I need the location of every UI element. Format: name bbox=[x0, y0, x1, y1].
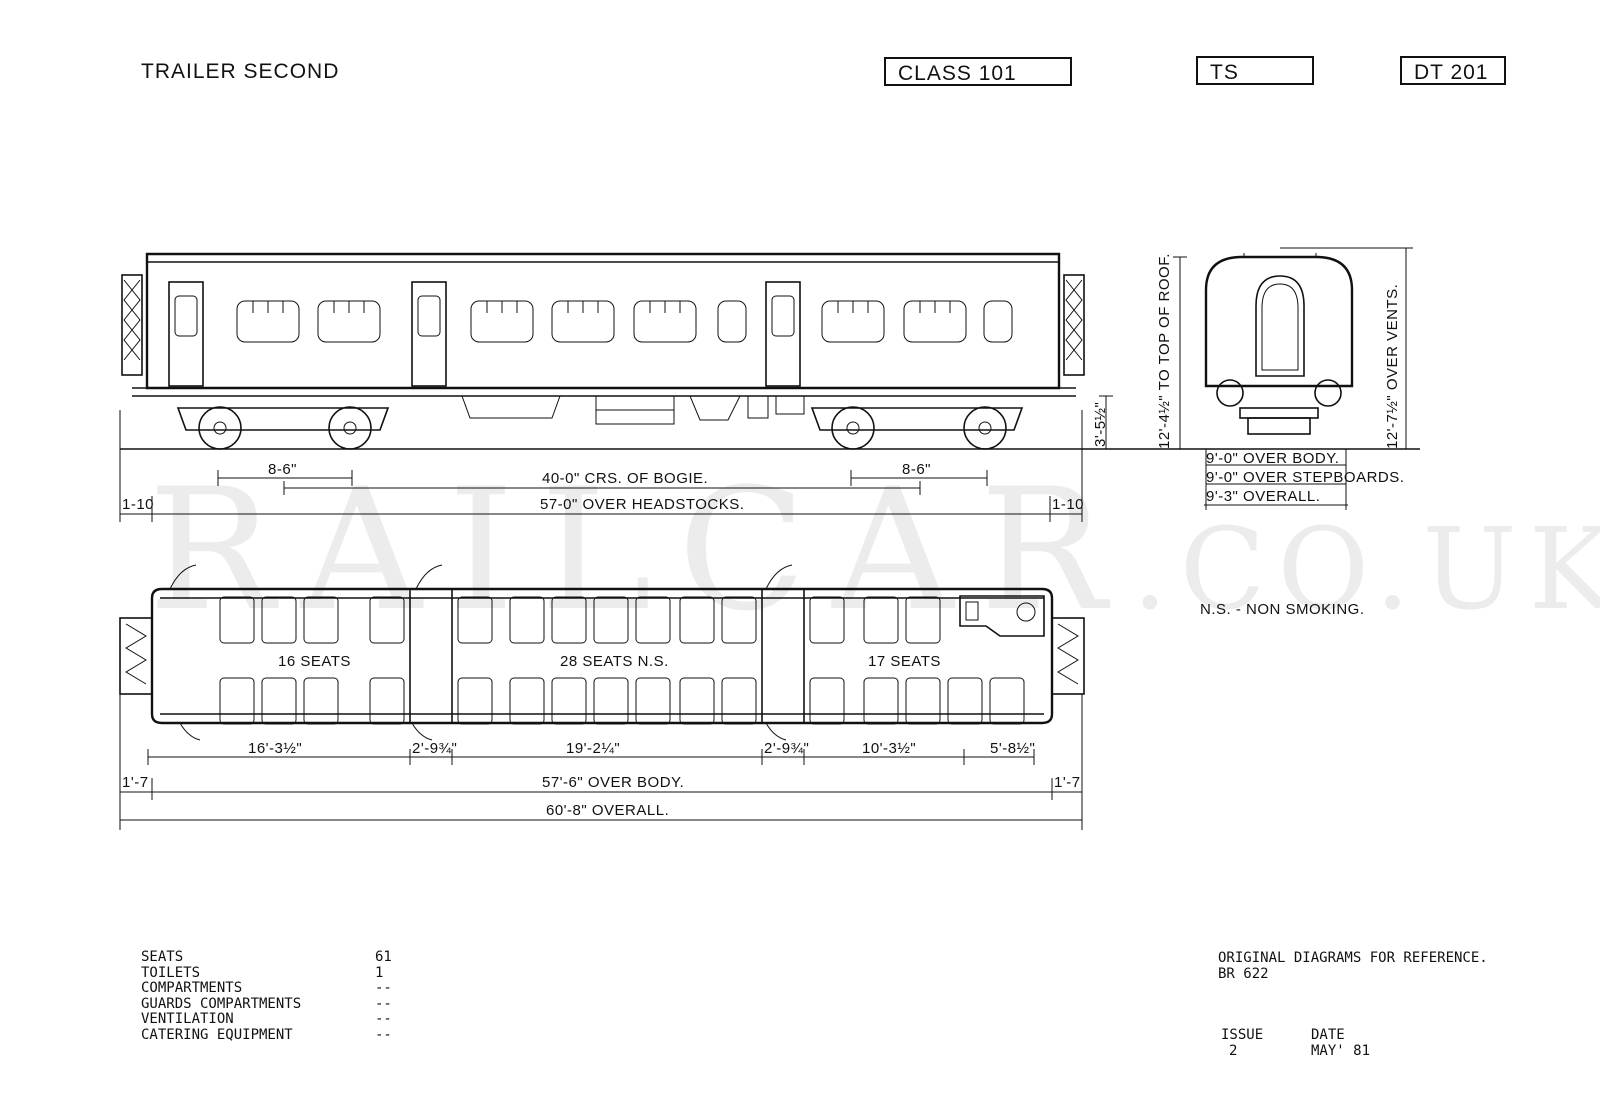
stats-row: GUARDS COMPARTMENTS -- bbox=[141, 995, 392, 1013]
page-title: TRAILER SECOND bbox=[141, 60, 340, 83]
dim-bogie-left: 8-6" bbox=[268, 461, 298, 478]
dim-end-overall: 9'-3" OVERALL. bbox=[1206, 488, 1321, 505]
dim-buffer-right: 1-10 bbox=[1052, 496, 1085, 513]
dim-over-vents: 12'-7½" OVER VENTS. bbox=[1384, 283, 1401, 449]
dim-floor-height: 3'-5½" bbox=[1092, 401, 1109, 447]
stats-value: -- bbox=[375, 1011, 392, 1027]
reference-line-1: ORIGINAL DIAGRAMS FOR REFERENCE. bbox=[1218, 950, 1488, 966]
stats-row: CATERING EQUIPMENT -- bbox=[141, 1026, 392, 1044]
stats-value: -- bbox=[375, 995, 392, 1012]
end-elevation bbox=[1173, 247, 1413, 510]
dim-plan-3: 19'-2¼" bbox=[566, 740, 621, 757]
stats-label: GUARDS COMPARTMENTS bbox=[141, 995, 302, 1012]
watermark-text: RAILCAR.CO.UK bbox=[148, 452, 1600, 648]
stats-row: VENTILATION -- bbox=[141, 1011, 392, 1028]
watermark-suffix: .CO.UK bbox=[1132, 505, 1600, 635]
stats-row: TOILETS 1 bbox=[141, 964, 392, 982]
dim-top-of-roof: 12'-4½" TO TOP OF ROOF. bbox=[1156, 253, 1173, 449]
dim-bogie-right: 8-6" bbox=[902, 461, 932, 478]
issue-labels: ISSUE DATE bbox=[1221, 1027, 1370, 1044]
dim-plan-2: 2'-9¾" bbox=[412, 740, 458, 757]
stats-row: COMPARTMENTS -- bbox=[141, 980, 392, 997]
diagram-number-box: DT 201 bbox=[1400, 56, 1506, 85]
seats-label-centre: 28 SEATS N.S. bbox=[560, 653, 669, 670]
stats-value: 1 bbox=[375, 964, 384, 981]
stats-row: SEATS 61 bbox=[141, 949, 392, 966]
issue-values: 2 MAY' 81 bbox=[1221, 1042, 1371, 1060]
seats-label-left: 16 SEATS bbox=[278, 653, 351, 670]
dim-end-over-body: 9'-0" OVER BODY. bbox=[1206, 450, 1340, 467]
dim-bogie-centres: 40-0" CRS. OF BOGIE. bbox=[542, 470, 709, 487]
dim-plan-overall: 60'-8" OVERALL. bbox=[546, 802, 670, 819]
type-code-box: TS bbox=[1196, 56, 1314, 85]
dim-plan-end-left: 1'-7 bbox=[122, 774, 149, 791]
stats-label: VENTILATION bbox=[141, 1011, 234, 1027]
issue-label: ISSUE bbox=[1221, 1027, 1264, 1043]
reference-line-2: BR 622 bbox=[1218, 965, 1269, 982]
date-label: DATE bbox=[1311, 1027, 1345, 1043]
stats-table: SEATS 61 TOILETS 1 COMPARTMENTS -- GUARDS C… bbox=[141, 949, 392, 1044]
watermark-main: RAILCAR bbox=[148, 452, 1133, 648]
dim-plan-5: 10'-3½" bbox=[862, 740, 917, 757]
side-elevation bbox=[119, 252, 1420, 522]
stats-value: 61 bbox=[375, 949, 392, 965]
reference-note: ORIGINAL DIAGRAMS FOR REFERENCE. BR 622 bbox=[1218, 950, 1488, 982]
dim-buffer-left: 1-10 bbox=[122, 496, 155, 513]
stats-label: TOILETS bbox=[141, 964, 201, 981]
stats-label: CATERING EQUIPMENT bbox=[141, 1026, 293, 1043]
dim-plan-end-right: 1'-7 bbox=[1054, 774, 1081, 791]
dim-plan-4: 2'-9¾" bbox=[764, 740, 810, 757]
class-box: CLASS 101 bbox=[884, 57, 1072, 86]
issue-block: ISSUE DATE 2 MAY' 81 bbox=[1221, 1027, 1371, 1060]
plan-view bbox=[119, 564, 1085, 830]
dim-plan-6: 5'-8½" bbox=[990, 740, 1036, 757]
legend-non-smoking: N.S. - NON SMOKING. bbox=[1200, 601, 1365, 618]
date-value: MAY' 81 bbox=[1311, 1042, 1371, 1059]
seats-label-right: 17 SEATS bbox=[868, 653, 941, 670]
dim-plan-1: 16'-3½" bbox=[248, 740, 303, 757]
stats-label: SEATS bbox=[141, 949, 184, 965]
dim-headstocks: 57-0" OVER HEADSTOCKS. bbox=[540, 496, 745, 513]
stats-label: COMPARTMENTS bbox=[141, 980, 243, 996]
dim-plan-over-body: 57'-6" OVER BODY. bbox=[542, 774, 685, 791]
stats-value: -- bbox=[375, 1026, 392, 1043]
stats-value: -- bbox=[375, 980, 392, 996]
dim-end-over-stepboards: 9'-0" OVER STEPBOARDS. bbox=[1206, 469, 1405, 486]
issue-value: 2 bbox=[1229, 1042, 1238, 1059]
